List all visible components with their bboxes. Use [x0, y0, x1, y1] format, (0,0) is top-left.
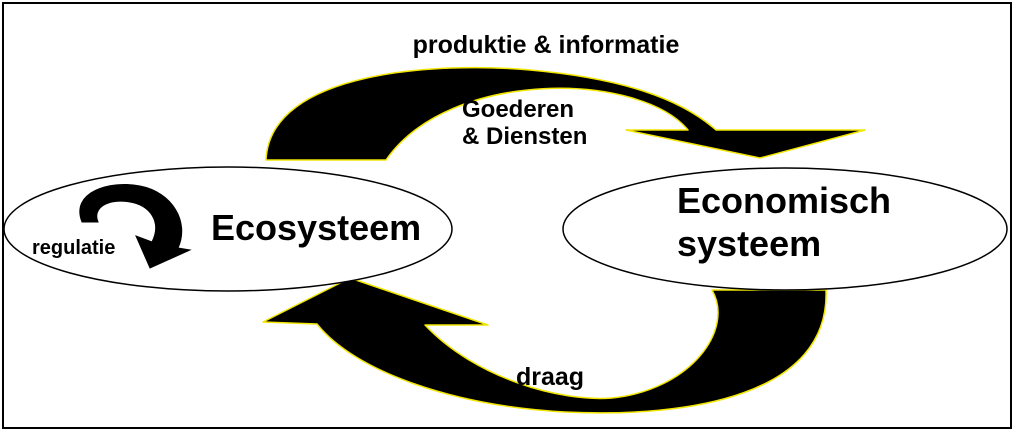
regulation-label: regulatie: [32, 237, 115, 259]
economic-system-ellipse: [562, 167, 1008, 291]
top-flow-label: produktie & informatie: [413, 31, 680, 59]
bottom-flow-arrow: [262, 277, 827, 414]
goods-services-label-line2: & Diensten: [462, 123, 587, 150]
regulation-loop-icon: [79, 184, 192, 269]
goods-services-label-line1: Goederen: [462, 96, 574, 123]
economic-system-label-line1: Economisch: [677, 180, 891, 221]
bottom-flow-label: draag: [516, 363, 584, 391]
ecosystem-label: Ecosysteem: [211, 207, 421, 248]
economic-system-label-line2: systeem: [677, 223, 821, 264]
top-flow-arrow: [265, 66, 866, 161]
